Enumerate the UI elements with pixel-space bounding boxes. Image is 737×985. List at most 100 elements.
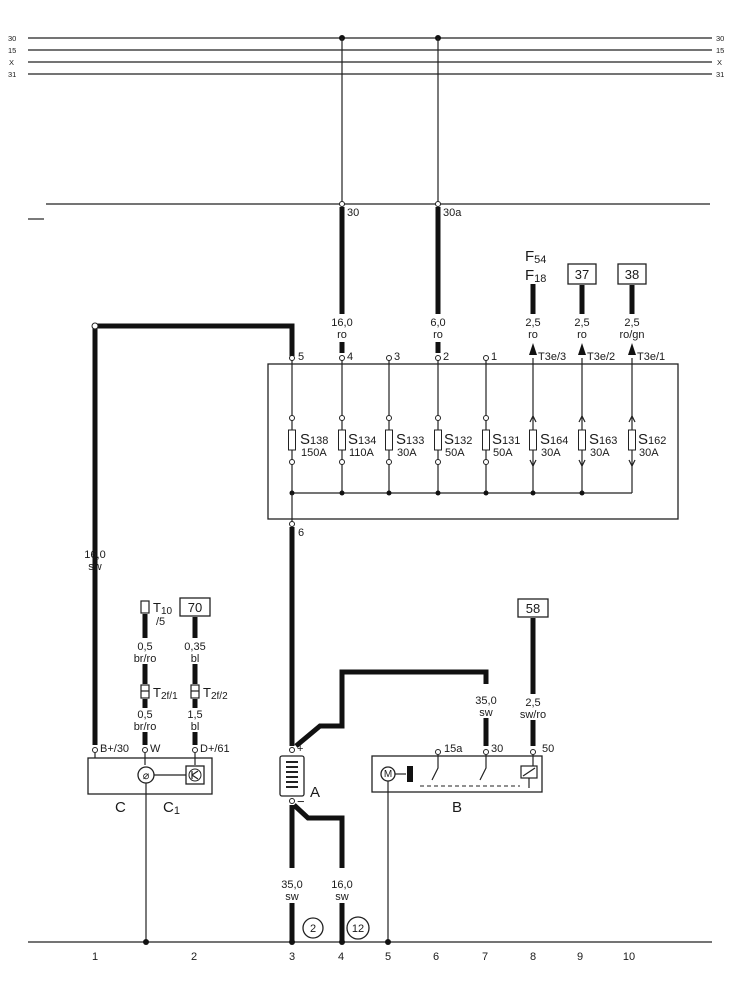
svg-text:70: 70 [188,600,202,615]
starter-feed-size: 35,0 [475,695,496,707]
feed-size-s132: 6,0 [430,317,445,329]
alt-feed-size: 16,0 [84,549,105,561]
svg-text:F54: F54 [525,248,546,266]
alt-wire-color-4: bl [191,721,200,733]
fuse-label-s134: S134 [348,431,376,448]
ground-wire-color-3: sw [285,891,299,903]
fuse-label-s133: S133 [396,431,424,448]
bus-label-right-x: X [717,58,722,67]
bus-label-left-31: 31 [8,70,16,79]
starter-pin-30: 30 [491,743,503,755]
starter-control-color: sw/ro [520,709,546,721]
bus-label-left-x: X [9,58,14,67]
fuse-pin-4: 4 [347,351,353,363]
alternator: ⌀ [87,747,213,942]
upper-bus-label-30: 30 [347,207,359,219]
starter-pin-50: 50 [542,743,554,755]
bus-label-left-15: 15 [8,46,16,55]
column-8: 8 [530,951,536,963]
starter-label: B [452,799,462,816]
upper-bus-label-30a: 30a [443,207,462,219]
feed-color-s132: ro [433,329,443,341]
svg-text:F18: F18 [525,267,546,285]
column-2: 2 [191,951,197,963]
svg-text:T10: T10 [153,600,173,617]
fuse-label-s131: S131 [492,431,520,448]
bus-lines: 30 15 X 31 30 15 X 31 [8,34,724,79]
bus-label-right-31: 31 [716,70,724,79]
t2f-connectors: T2f/1 T2f/2 [140,684,228,702]
fuse-rating-s163: 30A [590,447,610,459]
fuse-label-s162: S162 [638,431,666,448]
starter: M [371,749,543,942]
battery-to-starter-wire [294,669,489,748]
column-6: 6 [433,951,439,963]
alt-wire-size-3: 0,5 [137,709,152,721]
alt-pin-w: W [150,743,161,755]
column-10: 10 [623,951,635,963]
alt-wire-color-3: br/ro [134,721,157,733]
starter-pin-15a: 15a [444,743,463,755]
alternator-generator-icon: ⌀ [143,770,150,782]
fuse-block [267,355,679,520]
ref-box-70: 70 [179,597,211,617]
alt-wire-size-4: 1,5 [187,709,202,721]
fuse-pin-t3e3: T3e/3 [538,351,566,363]
fuse-pin-3: 3 [394,351,400,363]
starter-feed-color: sw [479,707,493,719]
alternator-label-c1: C1 [163,799,180,817]
fuse-label-s163: S163 [589,431,617,448]
starter-solenoid-icon [407,766,413,782]
fuse-rating-s164: 30A [541,447,561,459]
ground-point-12: 12 [346,916,370,940]
column-numbers: 1 2 3 4 5 6 7 8 9 10 [92,951,635,963]
svg-text:/5: /5 [156,616,165,628]
column-7: 7 [482,951,488,963]
ground-wire-size-3: 35,0 [281,879,302,891]
feed-color-s134: ro [337,329,347,341]
feed-size-s164: 2,5 [525,317,540,329]
fuse-label-s164: S164 [540,431,568,448]
column-9: 9 [577,951,583,963]
fuse-label-s138: S138 [300,431,328,448]
svg-text:T2f/1: T2f/1 [153,685,178,702]
fuse-ref-f54-f18: F54 F18 [525,248,546,285]
alt-wire-color-1: br/ro [134,653,157,665]
battery-minus: − [297,794,305,809]
ground-wire-size-4: 16,0 [331,879,352,891]
svg-text:T2f/2: T2f/2 [203,685,228,702]
fuse-pin-5: 5 [298,351,304,363]
starter-control-size: 2,5 [525,697,540,709]
fuse-rating-s134: 110A [349,447,375,459]
ground-wire-color-4: sw [335,891,349,903]
alt-pin-b30: B+/30 [100,743,129,755]
fuse-label-s132: S132 [444,431,472,448]
column-1: 1 [92,951,98,963]
battery [279,747,305,804]
bus-label-right-15: 15 [716,46,724,55]
fuse-pin-1: 1 [491,351,497,363]
fuse-rating-s133: 30A [397,447,417,459]
feed-color-s162: ro/gn [619,329,644,341]
battery-plus: + [297,743,303,755]
svg-text:58: 58 [526,601,540,616]
feed-size-s134: 16,0 [331,317,352,329]
alt-pin-d61: D+/61 [200,743,230,755]
alt-feed-color: sw [88,561,102,573]
column-3: 3 [289,951,295,963]
bus-label-left-30: 30 [8,34,16,43]
t10-connector: T10 /5 [140,600,173,628]
feed-color-s163: ro [577,329,587,341]
svg-text:2: 2 [310,923,316,935]
fuse-block-out-6: 6 [298,527,304,539]
svg-text:37: 37 [575,267,589,282]
fuse-pin-t3e2: T3e/2 [587,351,615,363]
ref-box-37: 37 [567,263,597,285]
bus-label-right-30: 30 [716,34,724,43]
svg-text:38: 38 [625,267,639,282]
ref-box-58: 58 [517,598,549,618]
fuse-rating-s162: 30A [639,447,659,459]
feed-color-s164: ro [528,329,538,341]
feed-size-s163: 2,5 [574,317,589,329]
